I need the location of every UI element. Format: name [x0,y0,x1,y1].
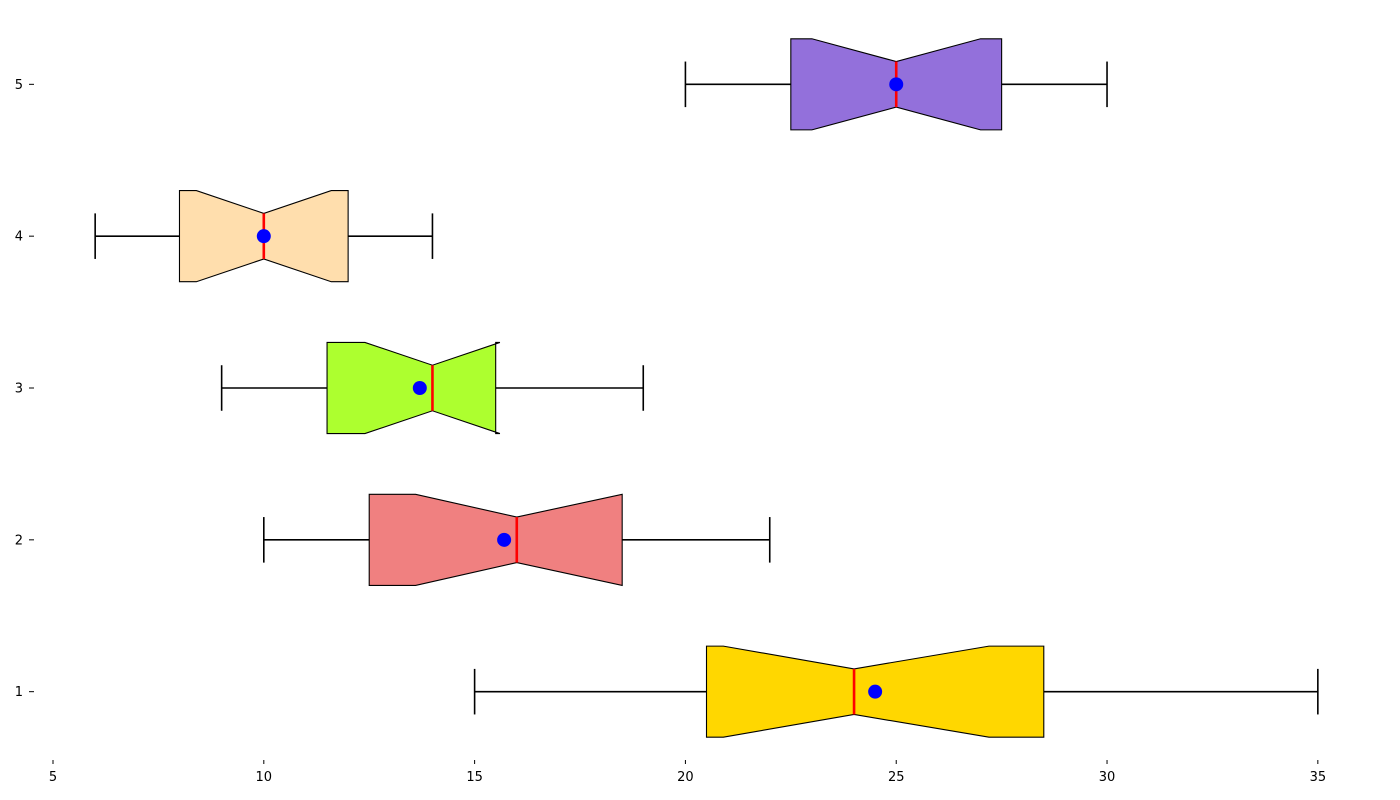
y-tick-label-2: 2 [15,533,23,548]
x-tick-label-20: 20 [677,770,694,785]
mean-marker-5 [889,77,904,92]
mean-marker-4 [256,229,271,244]
x-tick-label-5: 5 [49,770,57,785]
y-tick-label-5: 5 [15,78,23,93]
x-tick-label-15: 15 [466,770,483,785]
x-tick-label-10: 10 [256,770,273,785]
mean-marker-3 [412,381,427,395]
x-tick-label-30: 30 [1099,770,1116,785]
y-tick-label-3: 3 [15,382,23,397]
box-2 [368,493,623,587]
x-tick-label-35: 35 [1310,770,1327,785]
x-tick-label-25: 25 [888,770,905,785]
y-tick-label-4: 4 [15,230,23,245]
mean-marker-2 [497,532,512,547]
mean-marker-1 [868,684,883,699]
y-tick-label-1: 1 [15,685,23,700]
